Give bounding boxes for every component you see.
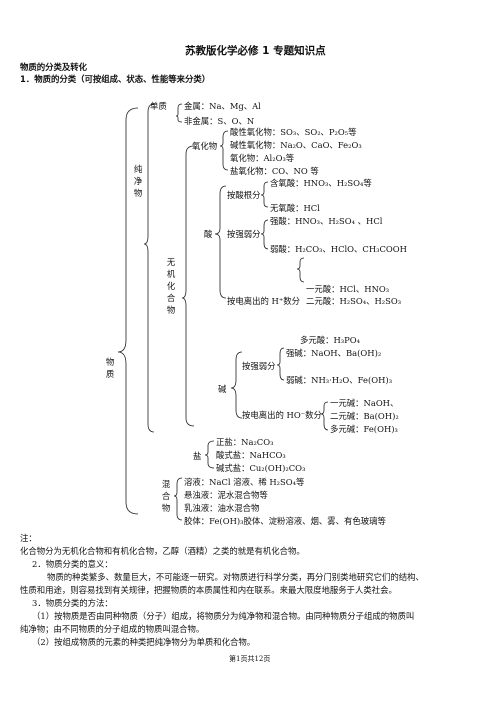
nonoxyacid-text: 无氧酸：HCl [270,203,320,213]
normal-salt-text: 正盐：Na₂CO₃ [216,437,274,447]
paragraph-3-line-1: （1）按物质是否由同种物质（分子）组成，将物质分为纯净物和混合物。由同种物质分子… [32,611,415,621]
simple-label: 单质 [150,101,167,111]
mono-base-text: 一元碱：NaOH、 [330,398,399,408]
note-label: 注： [20,533,37,543]
paragraph-2-line-1: 物质的种类繁多、数量巨大，不可能逐一研究。对物质进行科学分类，再分门别类地研究它… [47,572,424,582]
metal-text: 金属：Na、Mg、Al [184,101,261,111]
base-by-strength-label: 按强弱分 [242,361,276,371]
strong-acid-text: 强酸：HNO₃、H₂SO₄ 、HCl [270,216,383,226]
paragraph-3-line-2: 纯净物；由不同物质的分子组成的物质叫混合物。 [20,624,205,634]
acid-by-strength-label: 按强弱分 [227,229,261,239]
basic-oxide-text: 碱性氧化物：Na₂O、CaO、Fe₂O₃ [230,140,362,150]
di-base-text: 二元碱：Ba(OH)₂ [330,411,399,421]
acid-by-root-label: 按酸根分 [227,190,261,200]
mixture-label: 混合物 [161,479,171,513]
di-acid-text: 二元酸：H₂SO₄、H₂SO₃ [306,296,402,306]
page-title: 苏教版化学必修 1 专题知识点 [185,45,326,57]
poly-acid-text: 多元酸：H₃PO₄ [300,335,361,345]
base-by-oh-label: 按电离出的 HO⁻数分 [242,410,322,420]
section-heading: 物质的分类及转化 [20,62,87,72]
paragraph-2-line-2: 性质和用途，则容易找到有关规律，把握物质的本质属性和内在联系。来最大限度地服务于… [20,585,397,595]
paragraph-2-heading: 2．物质分类的意义： [32,559,113,569]
basic-salt-text: 碱式盐：Cu₂(OH)₂CO₃ [216,463,306,473]
colloid-text: 胶体：Fe(OH)₃胶体、淀粉溶液、烟、雾、有色玻璃等 [184,516,386,526]
weak-acid-text: 弱酸：H₂CO₃、HClO、CH₃COOH [270,244,407,254]
salt-oxide-text: 盐氧化物：CO、NO 等 [230,166,319,176]
nonmetal-text: 非金属：S、O、N [184,116,255,126]
mono-acid-text: 一元酸：HCl、HNO₃ [306,284,390,294]
acid-salt-text: 酸式盐：NaHCO₃ [216,450,286,460]
root-label: 物质 [105,357,115,379]
acid-oxide-text: 酸性氧化物：SO₃、SO₂、P₂O₅等 [230,127,357,137]
amph-oxide-text: 氧化物：Al₂O₃等 [230,153,295,163]
suspension-text: 悬浊液：泥水混合物等 [184,490,268,500]
weak-base-text: 弱碱：NH₃·H₂O、Fe(OH)₃ [286,375,393,385]
poly-base-text: 多元碱：Fe(OH)₃ [330,424,398,434]
salt-label: 盐 [193,451,202,461]
emulsion-text: 乳浊液：油水混合物 [184,503,260,513]
paragraph-3-heading: 3．物质分类的方法： [32,598,113,608]
inorganic-label: 无机化合物 [166,257,176,315]
strong-base-text: 强碱：NaOH、Ba(OH)₂ [286,348,382,358]
acid-by-h-label: 按电离出的 H⁺数分 [227,296,301,306]
page-footer: 第1页共12页 [229,655,271,663]
note-1: 化合物分为无机化合物和有机化合物，乙醇（酒精）之类的就是有机化合物。 [20,546,305,556]
pure-label: 纯净物 [133,164,143,198]
solution-text: 溶液：NaCl 溶液、稀 H₂SO₄等 [184,477,305,487]
paragraph-3-line-3: （2）按组成物质的元素的种类把纯净物分为单质和化合物。 [32,637,256,647]
base-label: 碱 [218,384,227,394]
acid-label: 酸 [204,229,213,239]
oxyacid-text: 含氧酸：HNO₃、H₂SO₄等 [270,178,372,188]
sub-heading: 1．物质的分类（可按组成、状态、性能等来分类） [20,74,211,84]
oxide-label: 氧化物 [192,141,218,151]
